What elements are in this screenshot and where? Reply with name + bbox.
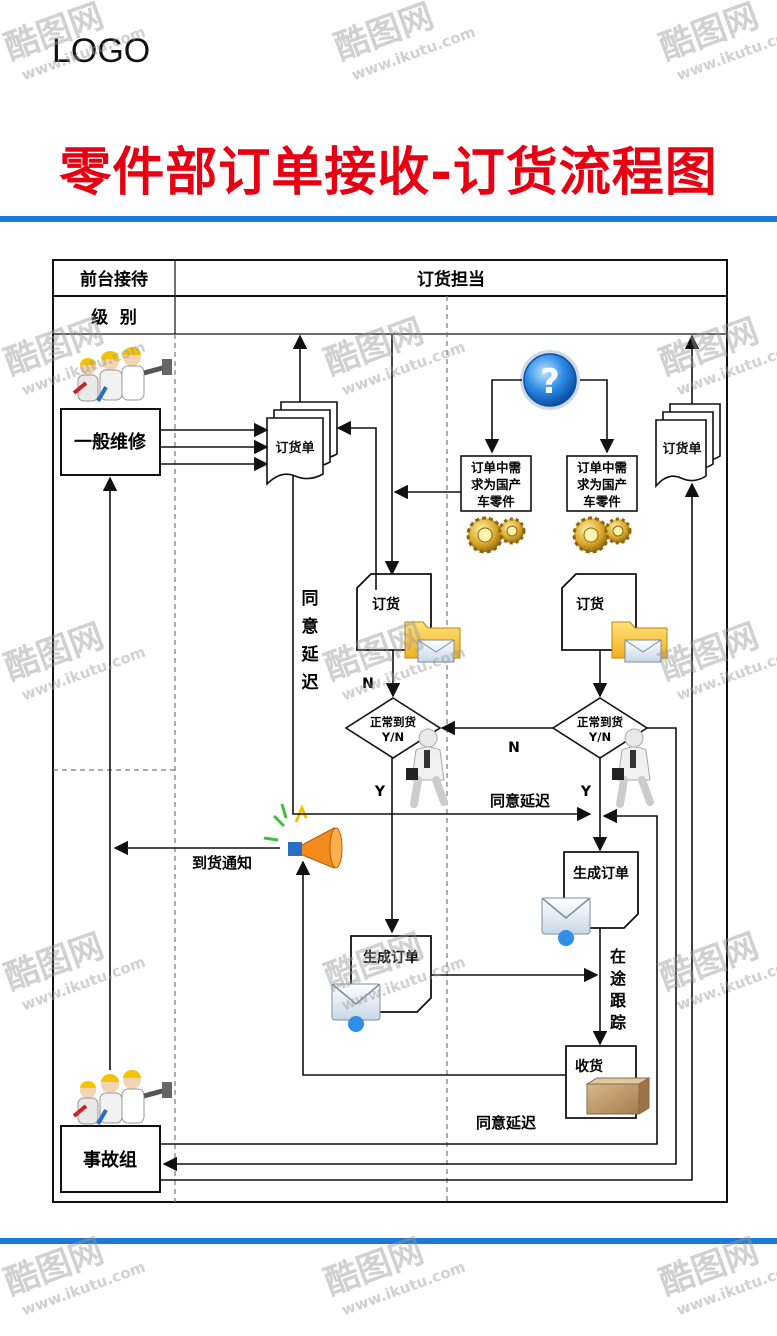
in-transit-4: 踪 [610,1013,626,1032]
agree-delay-mid: 同意延迟 [490,792,550,810]
gears-icon [572,516,632,554]
svg-text:?: ? [540,362,560,402]
workers-icon [74,347,172,401]
folder-mail-icon [404,621,461,663]
demand-box-right: 订单中需 求为国产 车零件 [566,455,638,512]
in-transit-1: 在 [610,947,626,966]
general-repair-box: 一般维修 [60,408,161,476]
decision-right-line2: Y/N [588,730,611,744]
demand-right-line1: 订单中需 [577,460,627,475]
y-label-right: Y [580,784,592,800]
logo-text: LOGO [52,32,151,70]
agree-delay-bottom: 同意延迟 [476,1114,536,1132]
order-form-left: 订货单 [266,401,338,486]
envelope-icon [541,897,591,946]
decision-left-line1: 正常到货 [370,715,416,729]
page-title: 零件部订单接收-订货流程图 [59,143,718,203]
lane-level-label: 级 别 [91,307,137,328]
lane-header-front-desk: 前台接待 [80,269,148,290]
agree-delay-v1: 同 [302,589,319,609]
decision-right: 正常到货 Y/N [551,697,649,759]
demand-right-line3: 车零件 [583,494,621,509]
demand-box-left: 订单中需 求为国产 车零件 [460,455,532,512]
decision-right-line1: 正常到货 [577,715,623,729]
cardboard-box-icon [585,1077,651,1115]
dashed-separators [53,296,448,1202]
order-left-label: 订货 [372,596,400,613]
in-transit-2: 途 [610,969,627,988]
in-transit-3: 跟 [610,991,627,1010]
demand-left-line3: 车零件 [477,494,515,509]
bottom-divider [0,1238,777,1244]
general-repair-label: 一般维修 [74,431,147,453]
top-divider [0,216,777,222]
demand-right-line2: 求为国产 [577,477,627,492]
order-form-right-label: 订货单 [662,441,701,457]
swimlane-table [52,259,728,1203]
receive-label: 收货 [575,1058,603,1075]
n-label-left: N [362,676,374,692]
order-form-left-label: 订货单 [275,440,314,456]
envelope-icon [331,983,381,1032]
arrival-notice-label: 到货通知 [192,854,252,872]
question-icon: ? [520,350,580,410]
gears-icon [466,516,526,554]
accident-group-box: 事故组 [60,1125,161,1193]
n-label-mid: N [508,740,520,756]
agree-delay-v4: 迟 [302,673,319,693]
order-form-right: 订货单 [655,403,721,489]
agree-delay-v2: 意 [302,616,319,637]
order-right-label: 订货 [576,596,604,613]
decision-left: 正常到货 Y/N [344,697,442,759]
y-label-left: Y [374,784,386,800]
accident-group-label: 事故组 [83,1149,137,1171]
demand-left-line1: 订单中需 [471,460,521,475]
workers-icon [74,1070,172,1124]
gen-order-left-label: 生成订单 [363,949,419,966]
demand-left-line2: 求为国产 [471,477,521,492]
agree-delay-v3: 延 [301,644,320,665]
folder-mail-icon [611,621,668,663]
connectors [102,334,700,1181]
gen-order-right-label: 生成订单 [573,865,629,882]
decision-left-line2: Y/N [381,730,404,744]
lane-header-ordering: 订货担当 [417,269,485,290]
